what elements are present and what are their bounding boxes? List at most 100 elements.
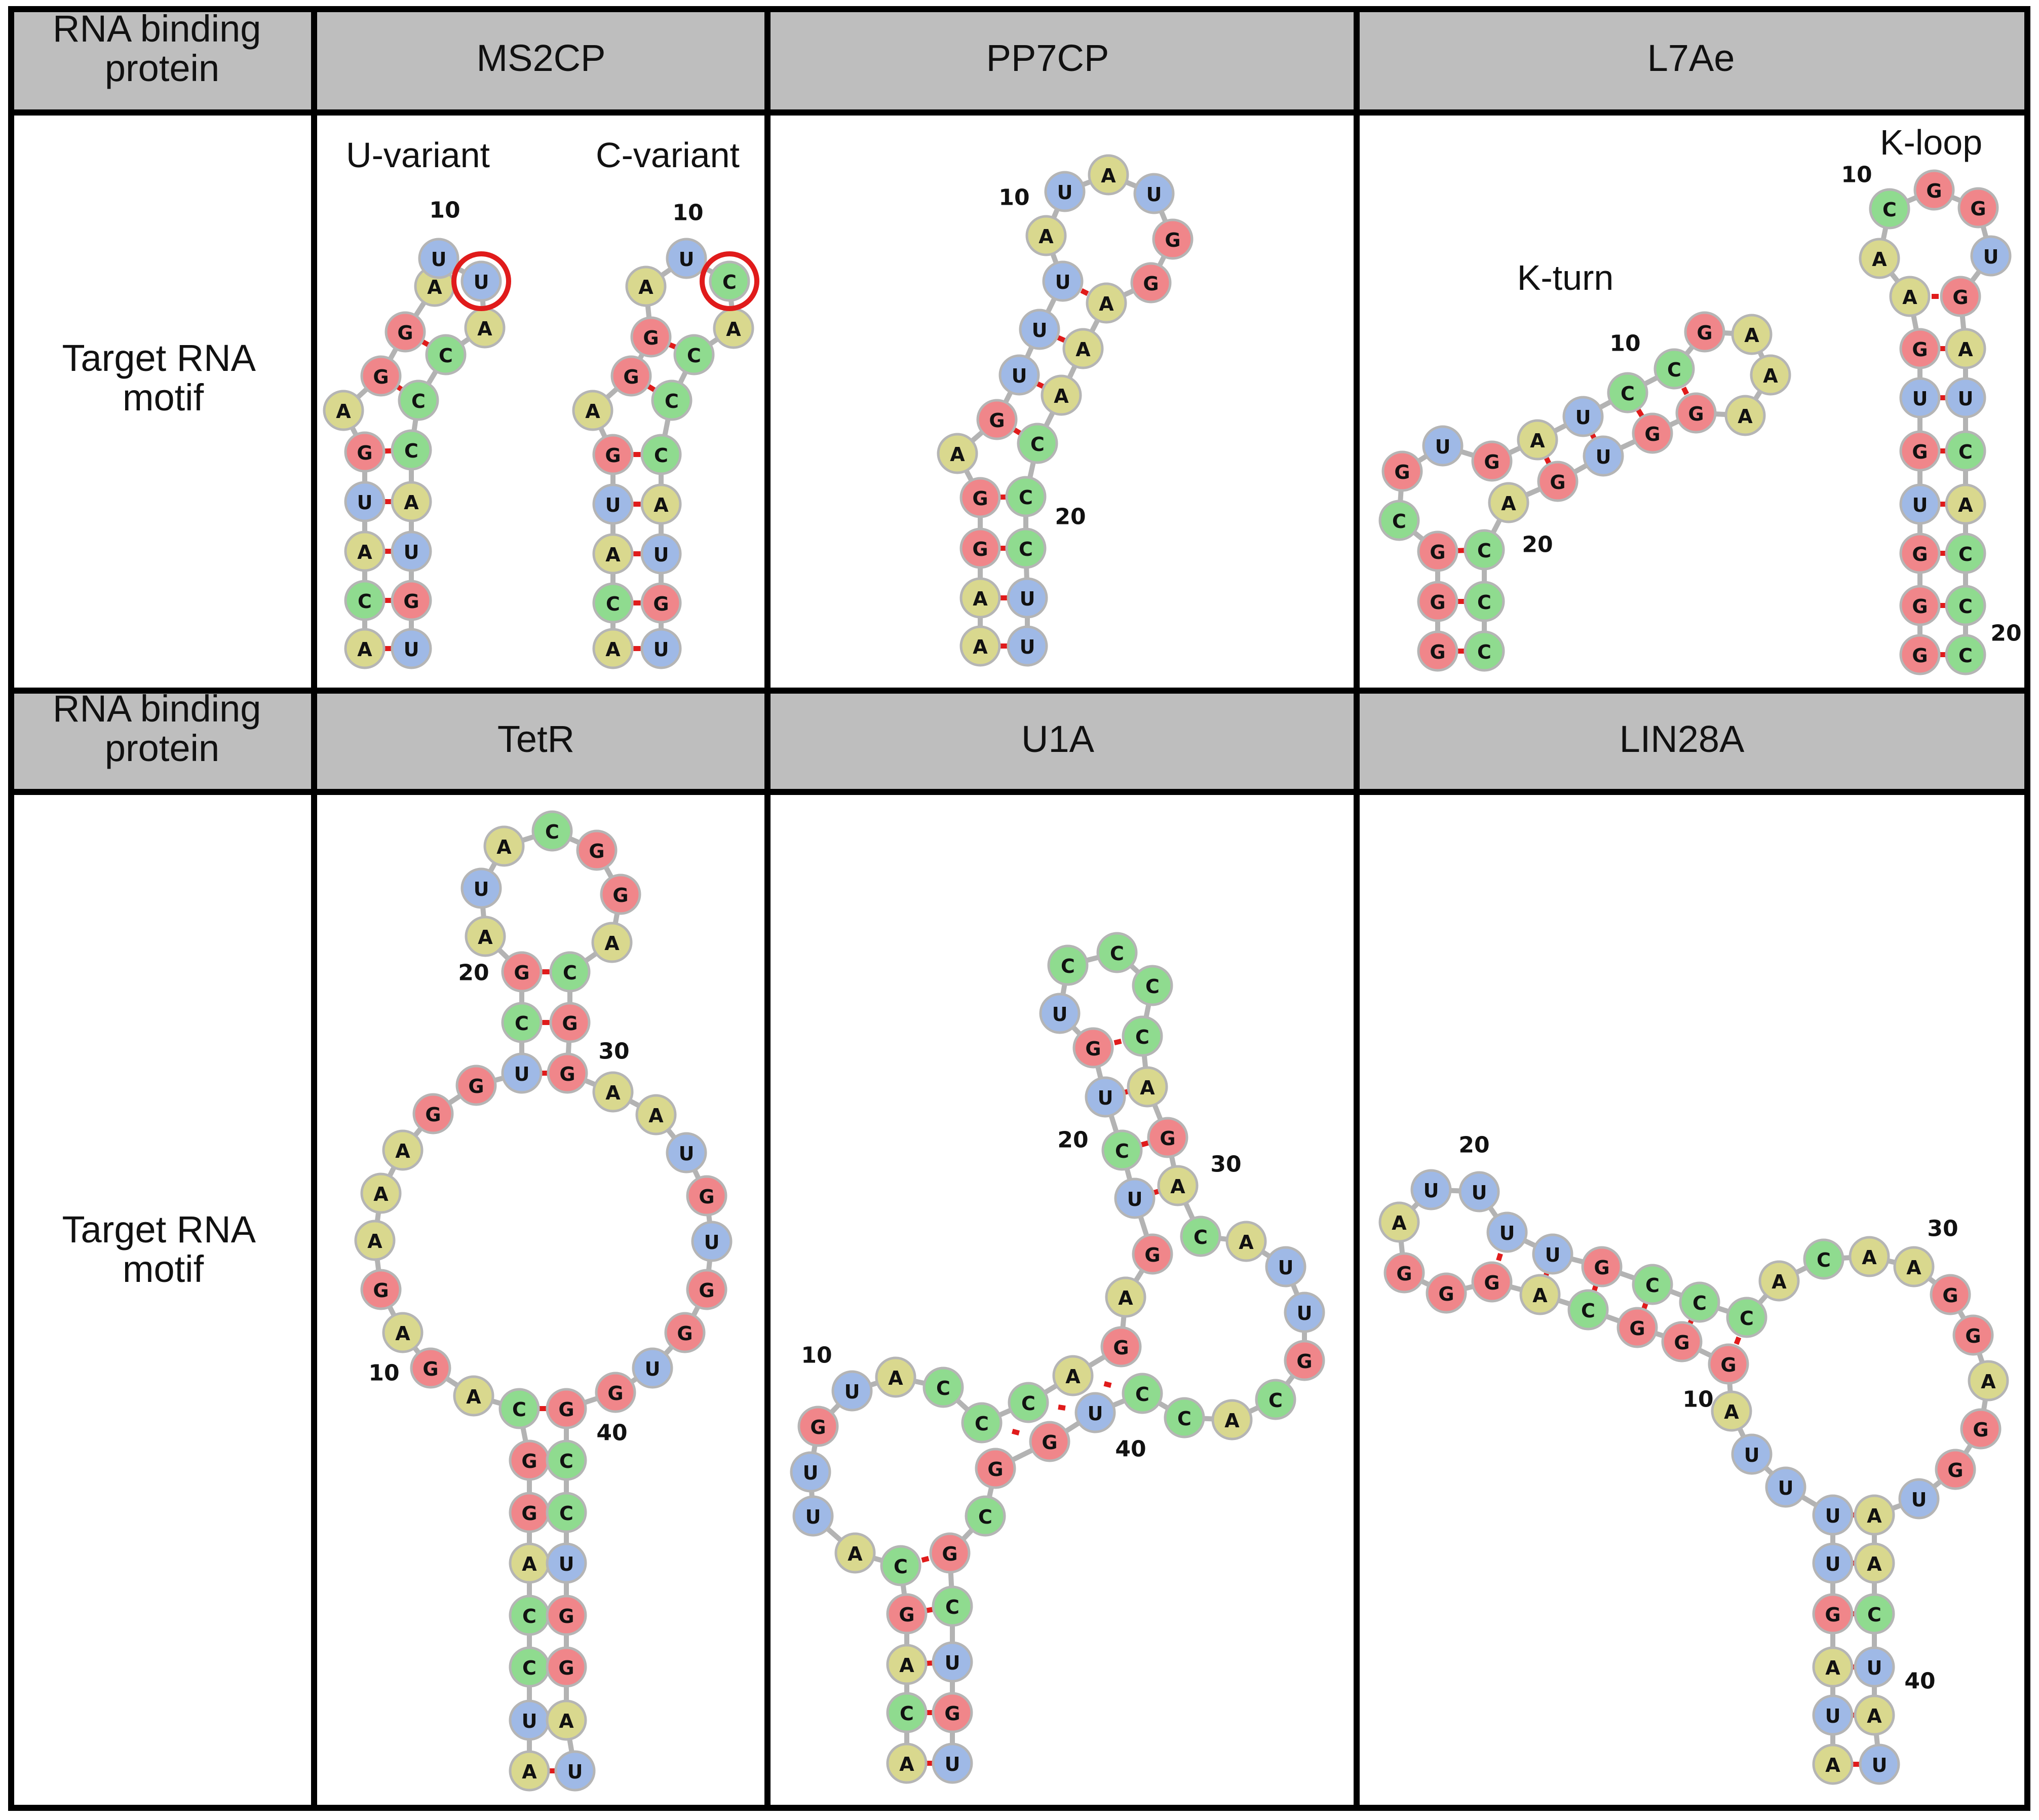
nucleotide-circle xyxy=(1007,625,1048,667)
nucleotide-letter: G xyxy=(1825,1604,1840,1626)
nucleotide-circle xyxy=(1617,1307,1658,1348)
nucleotide-circle xyxy=(1632,1264,1673,1305)
nucleotide-c: C xyxy=(1679,1281,1720,1323)
nucleotide-a: A xyxy=(1859,238,1900,279)
nucleotide-c: C xyxy=(1005,527,1047,569)
nucleotide-letter: C xyxy=(1867,1604,1881,1626)
label-u-variant: U-variant xyxy=(346,135,490,175)
nucleotide-c: C xyxy=(1005,476,1047,517)
nucleotide-circle xyxy=(546,1646,587,1688)
nucleotide-circle xyxy=(1854,1593,1895,1635)
position-number: 40 xyxy=(1904,1669,1935,1694)
nucleotide-letter: U xyxy=(559,1553,574,1575)
nucleotide-letter: A xyxy=(427,276,442,298)
nucleotide-g: G xyxy=(1899,634,1941,675)
nucleotide-circle xyxy=(1812,1646,1854,1688)
nucleotide-c: C xyxy=(709,260,750,302)
nucleotide-circle xyxy=(691,1221,733,1262)
nucleotide-letter: A xyxy=(585,400,600,423)
nucleotide-u: U xyxy=(1410,1169,1452,1210)
nucleotide-letter: G xyxy=(1644,423,1660,445)
row-label-rbp-top-line2: protein xyxy=(105,47,219,89)
nucleotide-a: A xyxy=(640,483,682,525)
nucleotide-circle xyxy=(1127,1066,1168,1108)
nucleotide-letter: C xyxy=(1477,641,1491,663)
nucleotide-a: A xyxy=(635,1094,677,1135)
nucleotide-circle xyxy=(1812,1542,1854,1584)
nucleotide-circle xyxy=(1074,1392,1116,1433)
nucleotide-g: G xyxy=(384,311,426,353)
nucleotide-circle xyxy=(1899,585,1941,626)
nucleotide-letter: U xyxy=(1472,1182,1487,1204)
nucleotide-letter: U xyxy=(1052,1003,1068,1026)
nucleotide-c: C xyxy=(509,1646,550,1688)
nucleotide-letter: C xyxy=(975,1413,989,1435)
nucleotide-circle xyxy=(666,1132,707,1173)
row-label-motif-top-line1: Target RNA xyxy=(62,337,256,379)
nucleotide-circle xyxy=(509,1750,550,1792)
nucleotide-c: C xyxy=(1653,348,1695,390)
nucleotide-circle xyxy=(1899,634,1941,675)
nucleotide-circle xyxy=(1417,530,1458,572)
nucleotide-a: A xyxy=(886,1742,928,1784)
nucleotide-letter: G xyxy=(1160,1127,1175,1150)
nucleotide-u: U xyxy=(391,530,432,572)
nucleotide-letter: U xyxy=(1020,636,1035,658)
nucleotide-letter: C xyxy=(1177,1408,1191,1430)
nucleotide-letter: G xyxy=(623,366,639,388)
nucleotide-letter: U xyxy=(1596,446,1611,468)
nucleotide-circle xyxy=(790,1451,831,1493)
position-number: 30 xyxy=(1210,1152,1241,1178)
nucleotide-letter: G xyxy=(1113,1337,1129,1359)
nucleotide-u: U xyxy=(1859,1743,1900,1785)
nucleotide-circle xyxy=(592,434,634,475)
nucleotide-circle xyxy=(1899,533,1941,574)
nucleotide-a: A xyxy=(1211,1399,1253,1440)
nucleotide-letter: G xyxy=(422,1358,438,1380)
nucleotide-circle xyxy=(1562,396,1604,437)
nucleotide-letter: A xyxy=(899,1753,914,1775)
nucleotide-c: C xyxy=(1378,500,1420,541)
nucleotide-a: A xyxy=(1062,328,1104,369)
nucleotide-circle xyxy=(1567,1289,1609,1331)
nucleotide-circle xyxy=(1711,1390,1752,1432)
nucleotide-c: C xyxy=(1803,1238,1844,1280)
nucleotide-circle xyxy=(360,1172,402,1214)
nucleotide-circle xyxy=(630,316,672,358)
nucleotide-letter: C xyxy=(1667,359,1681,381)
nucleotide-g: G xyxy=(546,1646,587,1688)
position-number: 30 xyxy=(1927,1216,1958,1242)
base-pair-bond xyxy=(1496,1253,1503,1262)
nucleotide-a: A xyxy=(464,307,506,349)
nucleotide-a: A xyxy=(591,922,633,963)
nucleotide-letter: G xyxy=(1912,543,1928,565)
nucleotide-letter: G xyxy=(1165,229,1180,251)
nucleotide-g: G xyxy=(1940,276,1981,317)
nucleotide-circle xyxy=(1085,1076,1126,1118)
row-label-rbp-top-line1: RNA binding xyxy=(53,8,261,50)
nucleotide-circle xyxy=(576,829,618,871)
nucleotide-letter: U xyxy=(1911,1489,1927,1511)
base-pair-bond xyxy=(1080,288,1089,296)
nucleotide-g: G xyxy=(630,316,672,358)
nucleotide-circle xyxy=(1854,1494,1895,1536)
nucleotide-letter: A xyxy=(899,1654,914,1677)
nucleotide-g: G xyxy=(1417,581,1458,622)
nucleotide-letter: A xyxy=(1862,1246,1877,1269)
nucleotide-u: U xyxy=(391,628,432,669)
nucleotide-circle xyxy=(1812,1494,1854,1536)
position-number: 10 xyxy=(368,1360,399,1386)
nucleotide-letter: C xyxy=(1621,383,1635,405)
nucleotide-letter: U xyxy=(945,1753,960,1775)
nucleotide-circle xyxy=(1750,354,1791,396)
nucleotide-circle xyxy=(592,533,634,575)
nucleotide-letter: C xyxy=(1645,1274,1660,1297)
nucleotide-circle xyxy=(1471,440,1513,482)
nucleotide-g: G xyxy=(1661,1321,1703,1362)
nucleotide-letter: G xyxy=(1720,1354,1736,1376)
nucleotide-circle xyxy=(1952,1314,1994,1356)
base-pair-bond xyxy=(1013,427,1022,436)
nucleotide-u: U xyxy=(418,238,459,279)
nucleotide-u: U xyxy=(1422,425,1464,467)
nucleotide-a: A xyxy=(546,1699,587,1741)
